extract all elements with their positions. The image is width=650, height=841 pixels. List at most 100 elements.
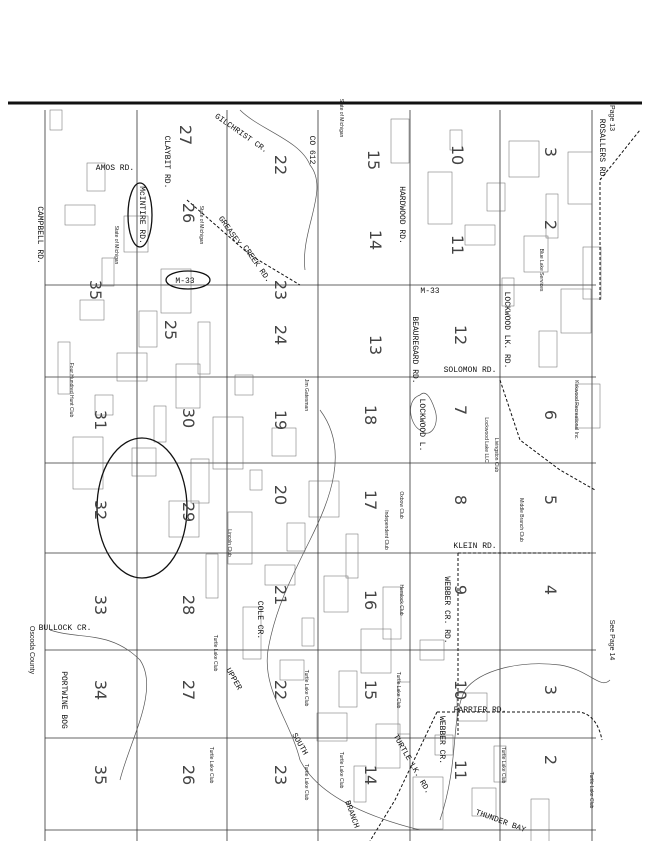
road-label: UPPER xyxy=(223,667,243,692)
parcel-outline xyxy=(523,235,549,273)
section-number: 2 xyxy=(541,755,560,765)
greasey-creek-road xyxy=(186,199,301,286)
parcel-outline xyxy=(353,765,367,803)
road-label: M-33 xyxy=(175,277,194,286)
road-label: BEAUREGARD RD. xyxy=(410,316,419,383)
bullock-creek xyxy=(49,629,148,781)
parcel-outline xyxy=(471,787,497,817)
section-number: 32 xyxy=(91,500,110,520)
section-number: 29 xyxy=(179,502,198,522)
parcel-outline xyxy=(168,500,200,538)
section-number: 26 xyxy=(179,765,198,785)
parcel-outline xyxy=(94,394,114,416)
parcel-outline xyxy=(242,606,262,660)
road-label: LOCKWOOD LK. RD. xyxy=(502,292,511,369)
parcel-outline xyxy=(545,193,559,239)
parcel-outline xyxy=(153,405,167,443)
section-number: 18 xyxy=(361,405,380,425)
parcel-outline xyxy=(397,681,411,735)
farrier-road xyxy=(437,711,603,741)
section-number: 12 xyxy=(451,325,470,345)
dashed-roads xyxy=(186,129,641,841)
annotation-circles xyxy=(96,182,211,579)
circle-mcintire-road xyxy=(127,182,153,248)
owner-label: Blue Lake Services xyxy=(538,249,544,292)
parcel-outline xyxy=(138,310,158,348)
parcel-outline xyxy=(501,277,515,307)
owner-label: Jim Gatesman xyxy=(303,379,309,411)
parcel-outline xyxy=(234,374,254,396)
section-number: 35 xyxy=(86,280,105,300)
road-label: FARRIER RD. xyxy=(454,706,507,715)
road-label: BULLOCK CR. xyxy=(39,624,92,633)
owner-label: Turtle Lake Club xyxy=(303,670,309,707)
section-number: 27 xyxy=(176,125,195,145)
parcel-outline xyxy=(123,215,149,253)
parcel-outline xyxy=(86,162,106,192)
parcel-outline xyxy=(419,639,445,661)
road-label: KLEIN RD. xyxy=(453,542,496,551)
owner-label: Turtle Lake Club xyxy=(588,772,594,809)
road-label: M-33 xyxy=(420,287,439,296)
section-number: 28 xyxy=(179,595,198,615)
parcel-outline xyxy=(205,553,219,599)
road-label: CREEK RD. xyxy=(240,244,272,285)
parcel-outline xyxy=(575,383,601,429)
road-label: CO 612 xyxy=(307,136,316,165)
parcel-outline xyxy=(412,776,444,830)
section-number: 4 xyxy=(541,585,560,595)
parcel-outline xyxy=(249,469,263,491)
section-number: 3 xyxy=(541,685,560,695)
owner-label: State of Michigan xyxy=(198,206,204,245)
road-label: WEBBER CR. RD. xyxy=(442,576,451,643)
owner-label: Turtle Lake Club xyxy=(338,752,344,789)
parcel-outline xyxy=(360,628,392,674)
road-label: CAMPBELL RD. xyxy=(35,206,44,264)
parcel-outline xyxy=(286,522,306,552)
thunder-bay-river xyxy=(439,663,611,821)
road-label: THUNDER BAY xyxy=(474,808,527,835)
parcel-outline xyxy=(323,575,349,613)
parcel-outline xyxy=(308,480,340,518)
parcel-outline xyxy=(175,363,201,409)
streams xyxy=(49,109,611,831)
section-number: 10 xyxy=(451,680,470,700)
section-number: 13 xyxy=(366,335,385,355)
section-number: 9 xyxy=(451,585,470,595)
parcel-outline xyxy=(212,416,244,470)
section-number: 15 xyxy=(361,680,380,700)
section-number: 22 xyxy=(271,155,290,175)
section-number: 15 xyxy=(364,150,383,170)
road-label: TURTLE LK. RD. xyxy=(391,733,432,796)
section-number: 25 xyxy=(161,320,180,340)
circle-m33 xyxy=(165,270,211,290)
parcel-outline xyxy=(57,341,71,395)
rosallers-road xyxy=(599,129,641,300)
page-header: Page 13 xyxy=(608,105,615,131)
parcel-outline xyxy=(264,564,296,586)
gilchrist-creek xyxy=(239,109,318,271)
road-label: SOUTH xyxy=(289,732,309,757)
section-number: 6 xyxy=(541,410,560,420)
owner-label: Lincoln Club xyxy=(226,529,232,557)
parcel-outline xyxy=(582,246,602,300)
parcel-outline xyxy=(567,151,593,205)
road-label: WEBBER CR. xyxy=(437,716,446,764)
owner-label: Turtle Lake Club xyxy=(395,672,401,709)
section-number: 34 xyxy=(91,680,110,700)
section-number: 3 xyxy=(541,147,560,157)
road-label: COLE CR. xyxy=(255,601,264,639)
road-label: McINTIRE RD. xyxy=(137,186,146,244)
owner-label: State of Michigan xyxy=(113,226,119,265)
parcel-outline xyxy=(227,511,253,565)
parcel-outline xyxy=(530,798,550,841)
parcel-outline xyxy=(116,352,148,382)
section-number: 11 xyxy=(448,235,467,255)
road-label: ROSALLERS RD. xyxy=(597,119,606,181)
road-label: BRANCH xyxy=(342,799,360,829)
owner-label: Oxbow Club xyxy=(398,491,404,518)
section-number: 30 xyxy=(179,408,198,428)
parcel-outline xyxy=(79,299,105,321)
section-grid xyxy=(44,109,602,841)
parcel-outline xyxy=(131,447,157,477)
